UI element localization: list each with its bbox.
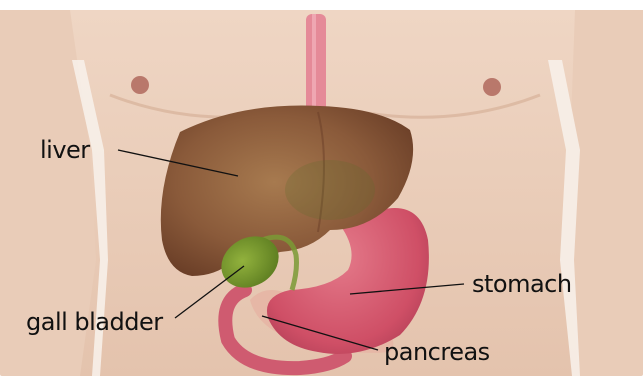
liver-label: liver <box>40 138 90 162</box>
left-nipple <box>131 76 149 94</box>
stomach-label: stomach <box>472 272 572 296</box>
gall-bladder-label: gall bladder <box>26 310 163 334</box>
right-nipple <box>483 78 501 96</box>
pancreas-label: pancreas <box>384 340 490 364</box>
